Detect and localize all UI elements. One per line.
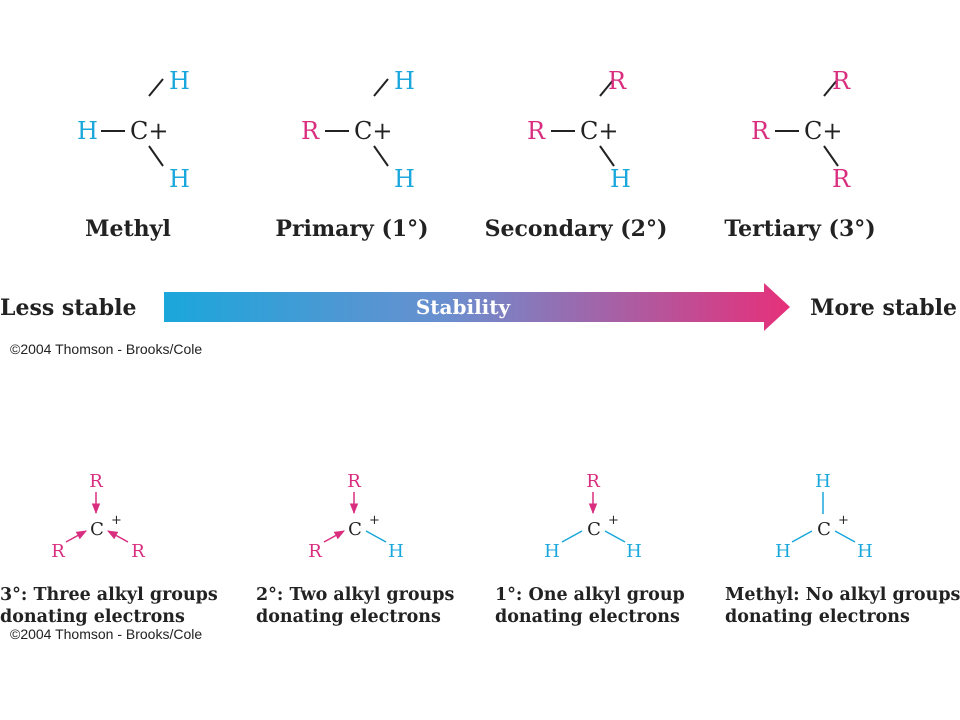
label-tertiary: Tertiary (3°) — [724, 216, 875, 242]
top-structure-primary: H R C+ H Primary (1°) — [275, 67, 428, 242]
carbocation-center: C+ — [804, 117, 842, 145]
bottom-structure-secondary: R C + R H 2°: Two alkyl groups donating … — [256, 471, 455, 627]
top-structure-methyl: H H C+ H Methyl — [77, 67, 190, 242]
label-primary: Primary (1°) — [275, 216, 428, 242]
bond-top — [823, 78, 839, 97]
bond-bottom — [373, 145, 389, 167]
right-substituent: R — [131, 541, 145, 562]
bottom-structure-tertiary: R C + R R 3°: Three alkyl groups donatin… — [0, 471, 218, 627]
top-substituent: H — [394, 67, 415, 95]
caption-line-1: 1°: One alkyl group — [495, 585, 685, 605]
bond-top — [599, 78, 615, 97]
bond-top — [373, 78, 389, 97]
positive-charge: + — [838, 513, 849, 528]
carbocation-center: C+ — [354, 117, 392, 145]
left-substituent: H — [544, 541, 560, 562]
donation-arrow-left — [65, 530, 87, 543]
positive-charge: + — [369, 513, 380, 528]
positive-charge: + — [111, 513, 122, 528]
top-structure-secondary: R R C+ H Secondary (2°) — [485, 67, 668, 242]
less-stable-label: Less stable — [0, 295, 136, 321]
caption-line-2: donating electrons — [495, 607, 680, 627]
carbocation-center: C — [90, 519, 104, 540]
left-substituent: R — [51, 541, 65, 562]
top-substituent: R — [608, 67, 627, 95]
caption-line-2: donating electrons — [0, 607, 185, 627]
right-substituent: H — [626, 541, 642, 562]
bottom-substituent: H — [394, 165, 415, 193]
left-substituent: R — [751, 117, 770, 145]
stability-arrow-label: Stability — [416, 295, 512, 319]
caption-line-2: donating electrons — [725, 607, 910, 627]
bond-bottom — [599, 145, 615, 167]
top-substituent: H — [169, 67, 190, 95]
bond-top — [148, 78, 164, 97]
bond-bottom — [148, 145, 164, 167]
top-substituent: H — [815, 471, 831, 492]
donation-arrow-right — [107, 530, 129, 543]
bond-right — [365, 530, 387, 543]
caption-line-1: 3°: Three alkyl groups — [0, 585, 218, 605]
copyright-bottom: ©2004 Thomson - Brooks/Cole — [10, 626, 202, 642]
left-substituent: H — [775, 541, 791, 562]
bottom-structure-primary: R C + H H 1°: One alkyl group donating e… — [495, 471, 685, 627]
left-substituent: H — [77, 117, 98, 145]
label-methyl: Methyl — [85, 216, 171, 242]
caption-line-1: 2°: Two alkyl groups — [256, 585, 455, 605]
copyright-top: ©2004 Thomson - Brooks/Cole — [10, 341, 202, 357]
bottom-substituent: H — [169, 165, 190, 193]
top-substituent: R — [586, 471, 600, 492]
bond-left — [791, 530, 813, 543]
bottom-substituent: R — [832, 165, 851, 193]
stability-arrow — [164, 283, 790, 331]
left-substituent: R — [301, 117, 320, 145]
bottom-structure-methyl: H C + H H Methyl: No alkyl groups donati… — [725, 471, 960, 627]
left-substituent: R — [308, 541, 322, 562]
caption-line-2: donating electrons — [256, 607, 441, 627]
caption-line-1: Methyl: No alkyl groups — [725, 585, 960, 605]
label-secondary: Secondary (2°) — [485, 216, 668, 242]
bond-left — [561, 530, 583, 543]
right-substituent: H — [857, 541, 873, 562]
top-substituent: R — [89, 471, 103, 492]
carbocation-center: C — [348, 519, 362, 540]
carbocation-center: C — [817, 519, 831, 540]
bond-right — [834, 530, 856, 543]
carbocation-center: C+ — [130, 117, 168, 145]
right-substituent: H — [388, 541, 404, 562]
carbocation-center: C — [587, 519, 601, 540]
top-structure-tertiary: R R C+ R Tertiary (3°) — [724, 67, 875, 242]
bottom-substituent: H — [610, 165, 631, 193]
more-stable-label: More stable — [810, 295, 957, 321]
left-substituent: R — [527, 117, 546, 145]
top-substituent: R — [347, 471, 361, 492]
top-substituent: R — [832, 67, 851, 95]
donation-arrow-left — [323, 530, 345, 543]
bond-bottom — [823, 145, 839, 167]
carbocation-center: C+ — [580, 117, 618, 145]
positive-charge: + — [608, 513, 619, 528]
bond-right — [604, 530, 626, 543]
stability-scale: Less stable Stability More stable — [0, 283, 957, 331]
